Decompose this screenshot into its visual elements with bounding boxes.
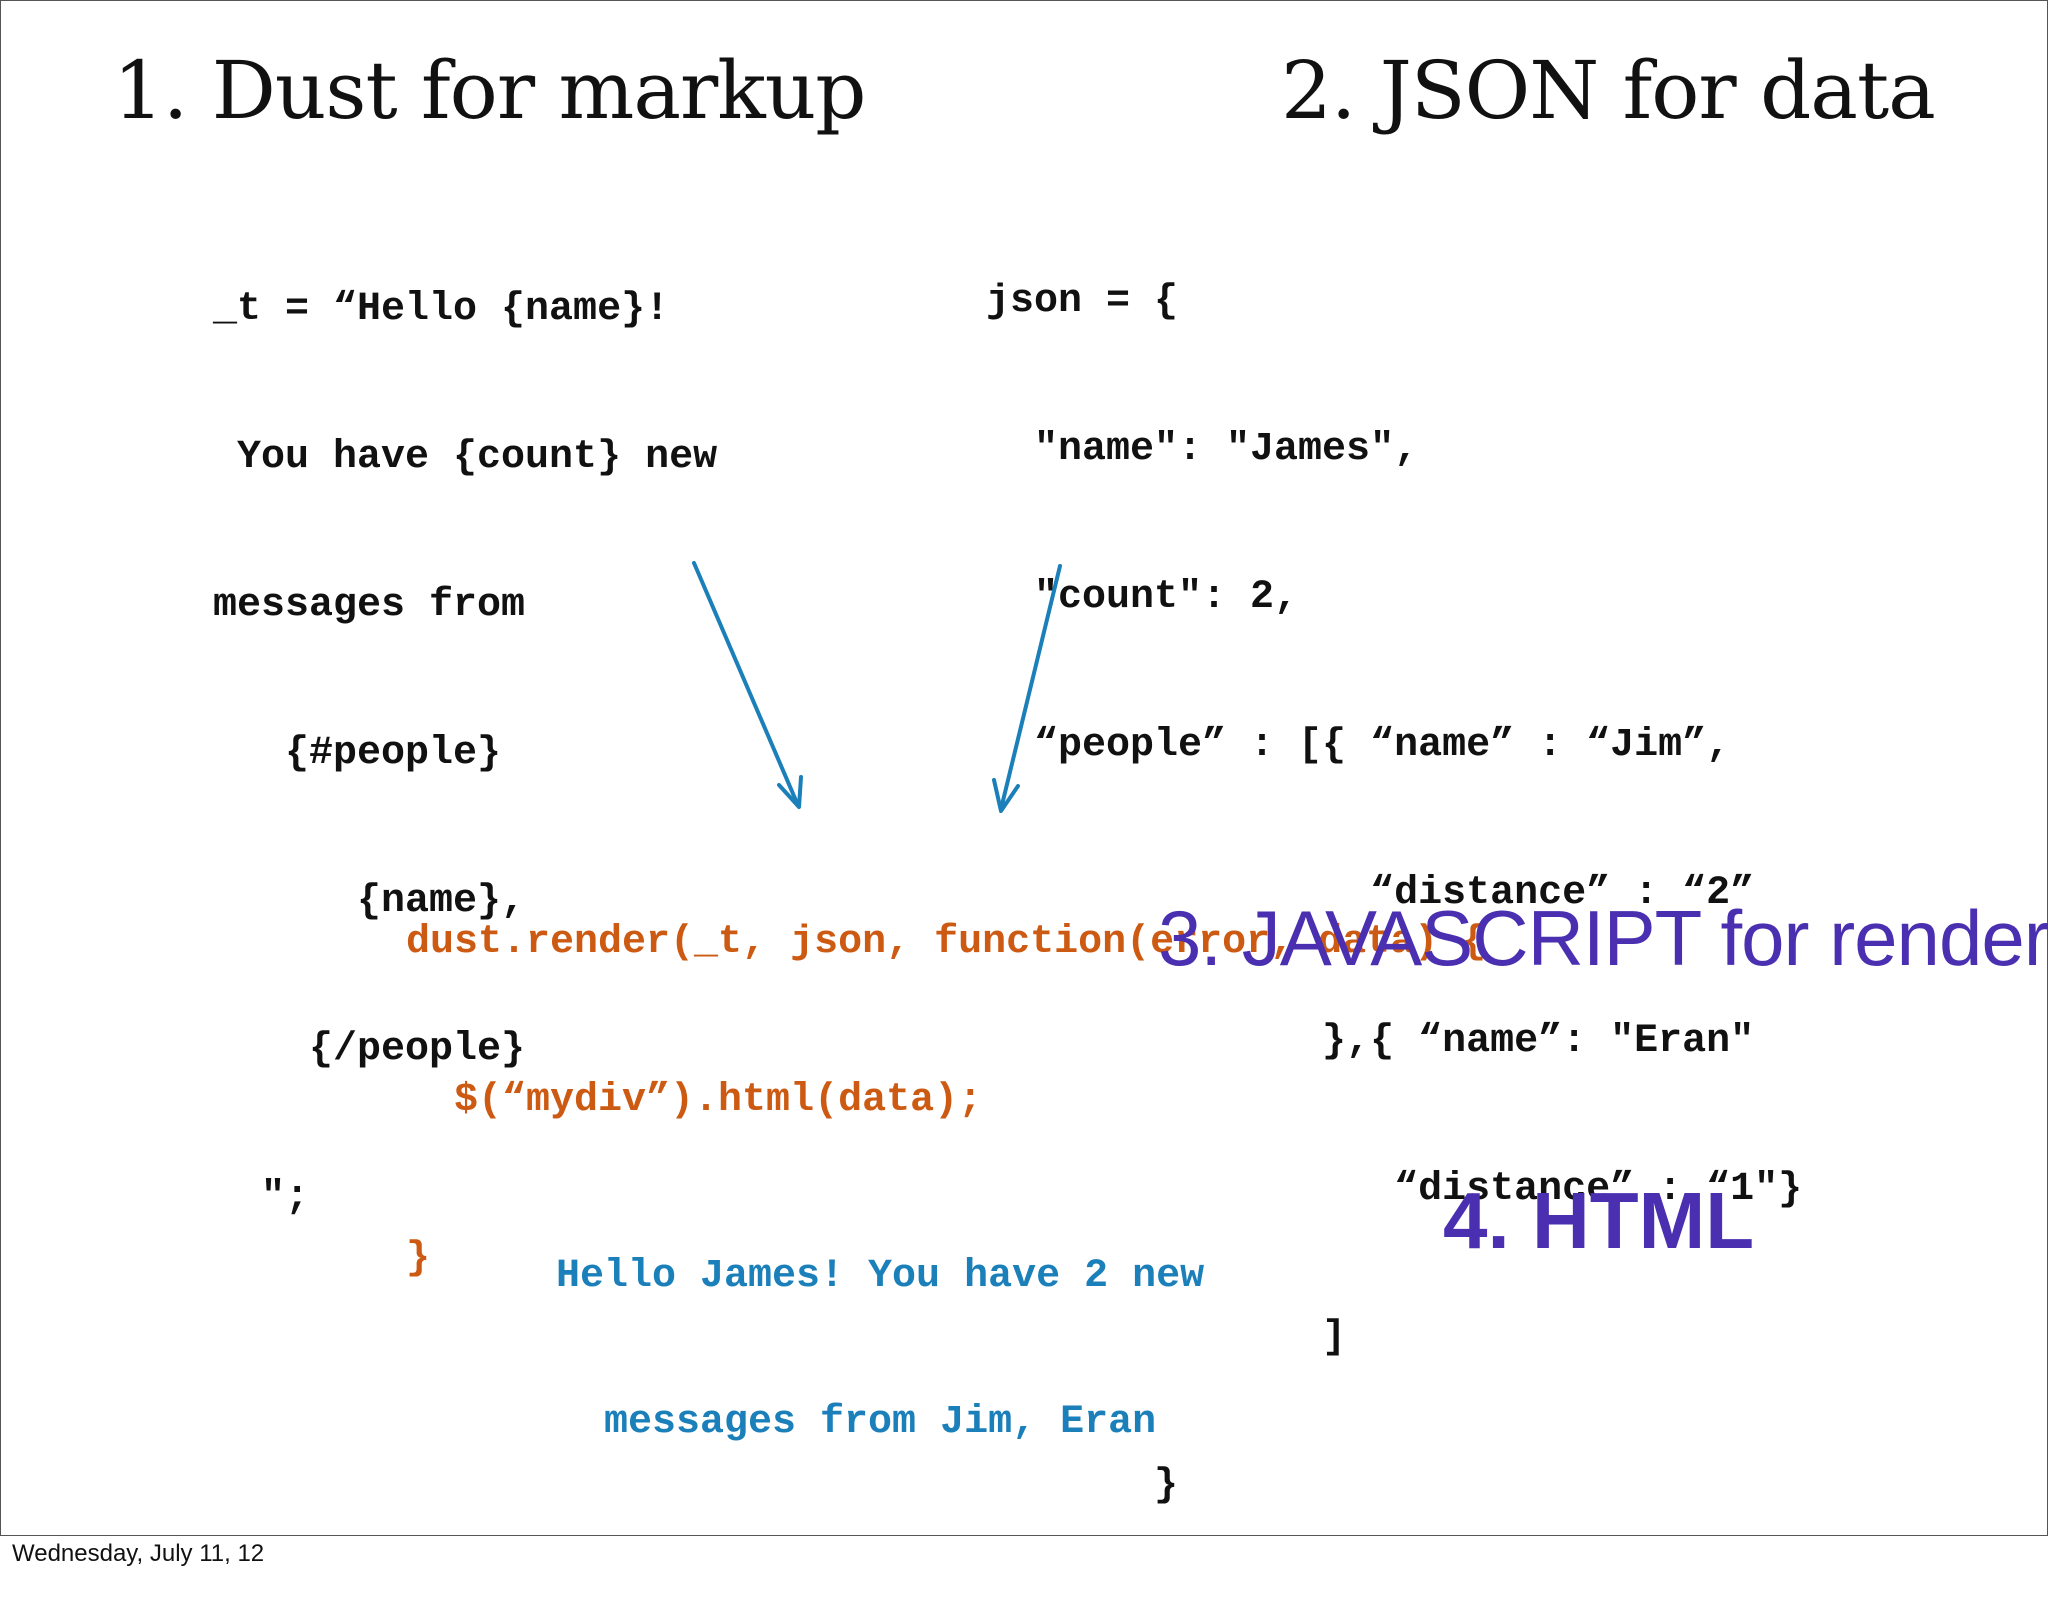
dust-code-line: ″; [213, 1175, 310, 1220]
render-code-line: } [406, 1236, 431, 1281]
json-code-line: ] [986, 1315, 1347, 1360]
label-javascript-for-render: 3. JAVASCRIPT for render [1158, 894, 2048, 982]
render-code-line: dust.render(_t, json, function(error, da… [406, 920, 1487, 965]
json-code-line: },{ “name”: ″Eran″ [986, 1019, 1755, 1064]
html-result-output: Hello James! You have 2 new messages fro… [556, 1159, 1204, 1541]
json-code-line: "count": 2, [986, 575, 1299, 620]
heading-json-for-data: 2. JSON for data [1281, 44, 1936, 137]
dust-code-line: {/people} [213, 1027, 526, 1072]
json-code-line: “distance” : “1″} [986, 1167, 1803, 1212]
render-javascript-code: dust.render(_t, json, function(error, da… [406, 819, 1486, 1383]
json-code-line: “distance” : “2” [986, 871, 1755, 916]
dust-template-code: _t = “Hello {name}! You have {count} new… [213, 191, 717, 1317]
dust-code-line: {#people} [213, 731, 502, 776]
result-line: messages from Jim, Eran [556, 1400, 1157, 1445]
json-code-line: json = { [986, 279, 1179, 324]
json-data-code: json = { "name": ″James", "count": 2, “p… [986, 183, 1802, 1605]
render-code-line: $(“mydiv”).html(data); [406, 1078, 983, 1123]
dust-code-line: You have {count} new [213, 435, 718, 480]
json-code-line: "name": ″James", [986, 427, 1419, 472]
dust-code-line: {name}, [213, 879, 526, 924]
heading-dust-for-markup: 1. Dust for markup [113, 44, 867, 137]
result-line: Hello James! You have 2 new [556, 1254, 1205, 1299]
json-code-line: “people” : [{ “name” : “Jim”, [986, 723, 1731, 768]
dust-code-line: messages from [213, 583, 526, 628]
slide: 1. Dust for markup 2. JSON for data _t =… [0, 0, 2048, 1536]
dust-code-line: _t = “Hello {name}! [213, 287, 670, 332]
json-code-line: } [986, 1463, 1179, 1508]
label-html: 4. HTML [1443, 1176, 1755, 1265]
footer-date: Wednesday, July 11, 12 [12, 1540, 265, 1567]
